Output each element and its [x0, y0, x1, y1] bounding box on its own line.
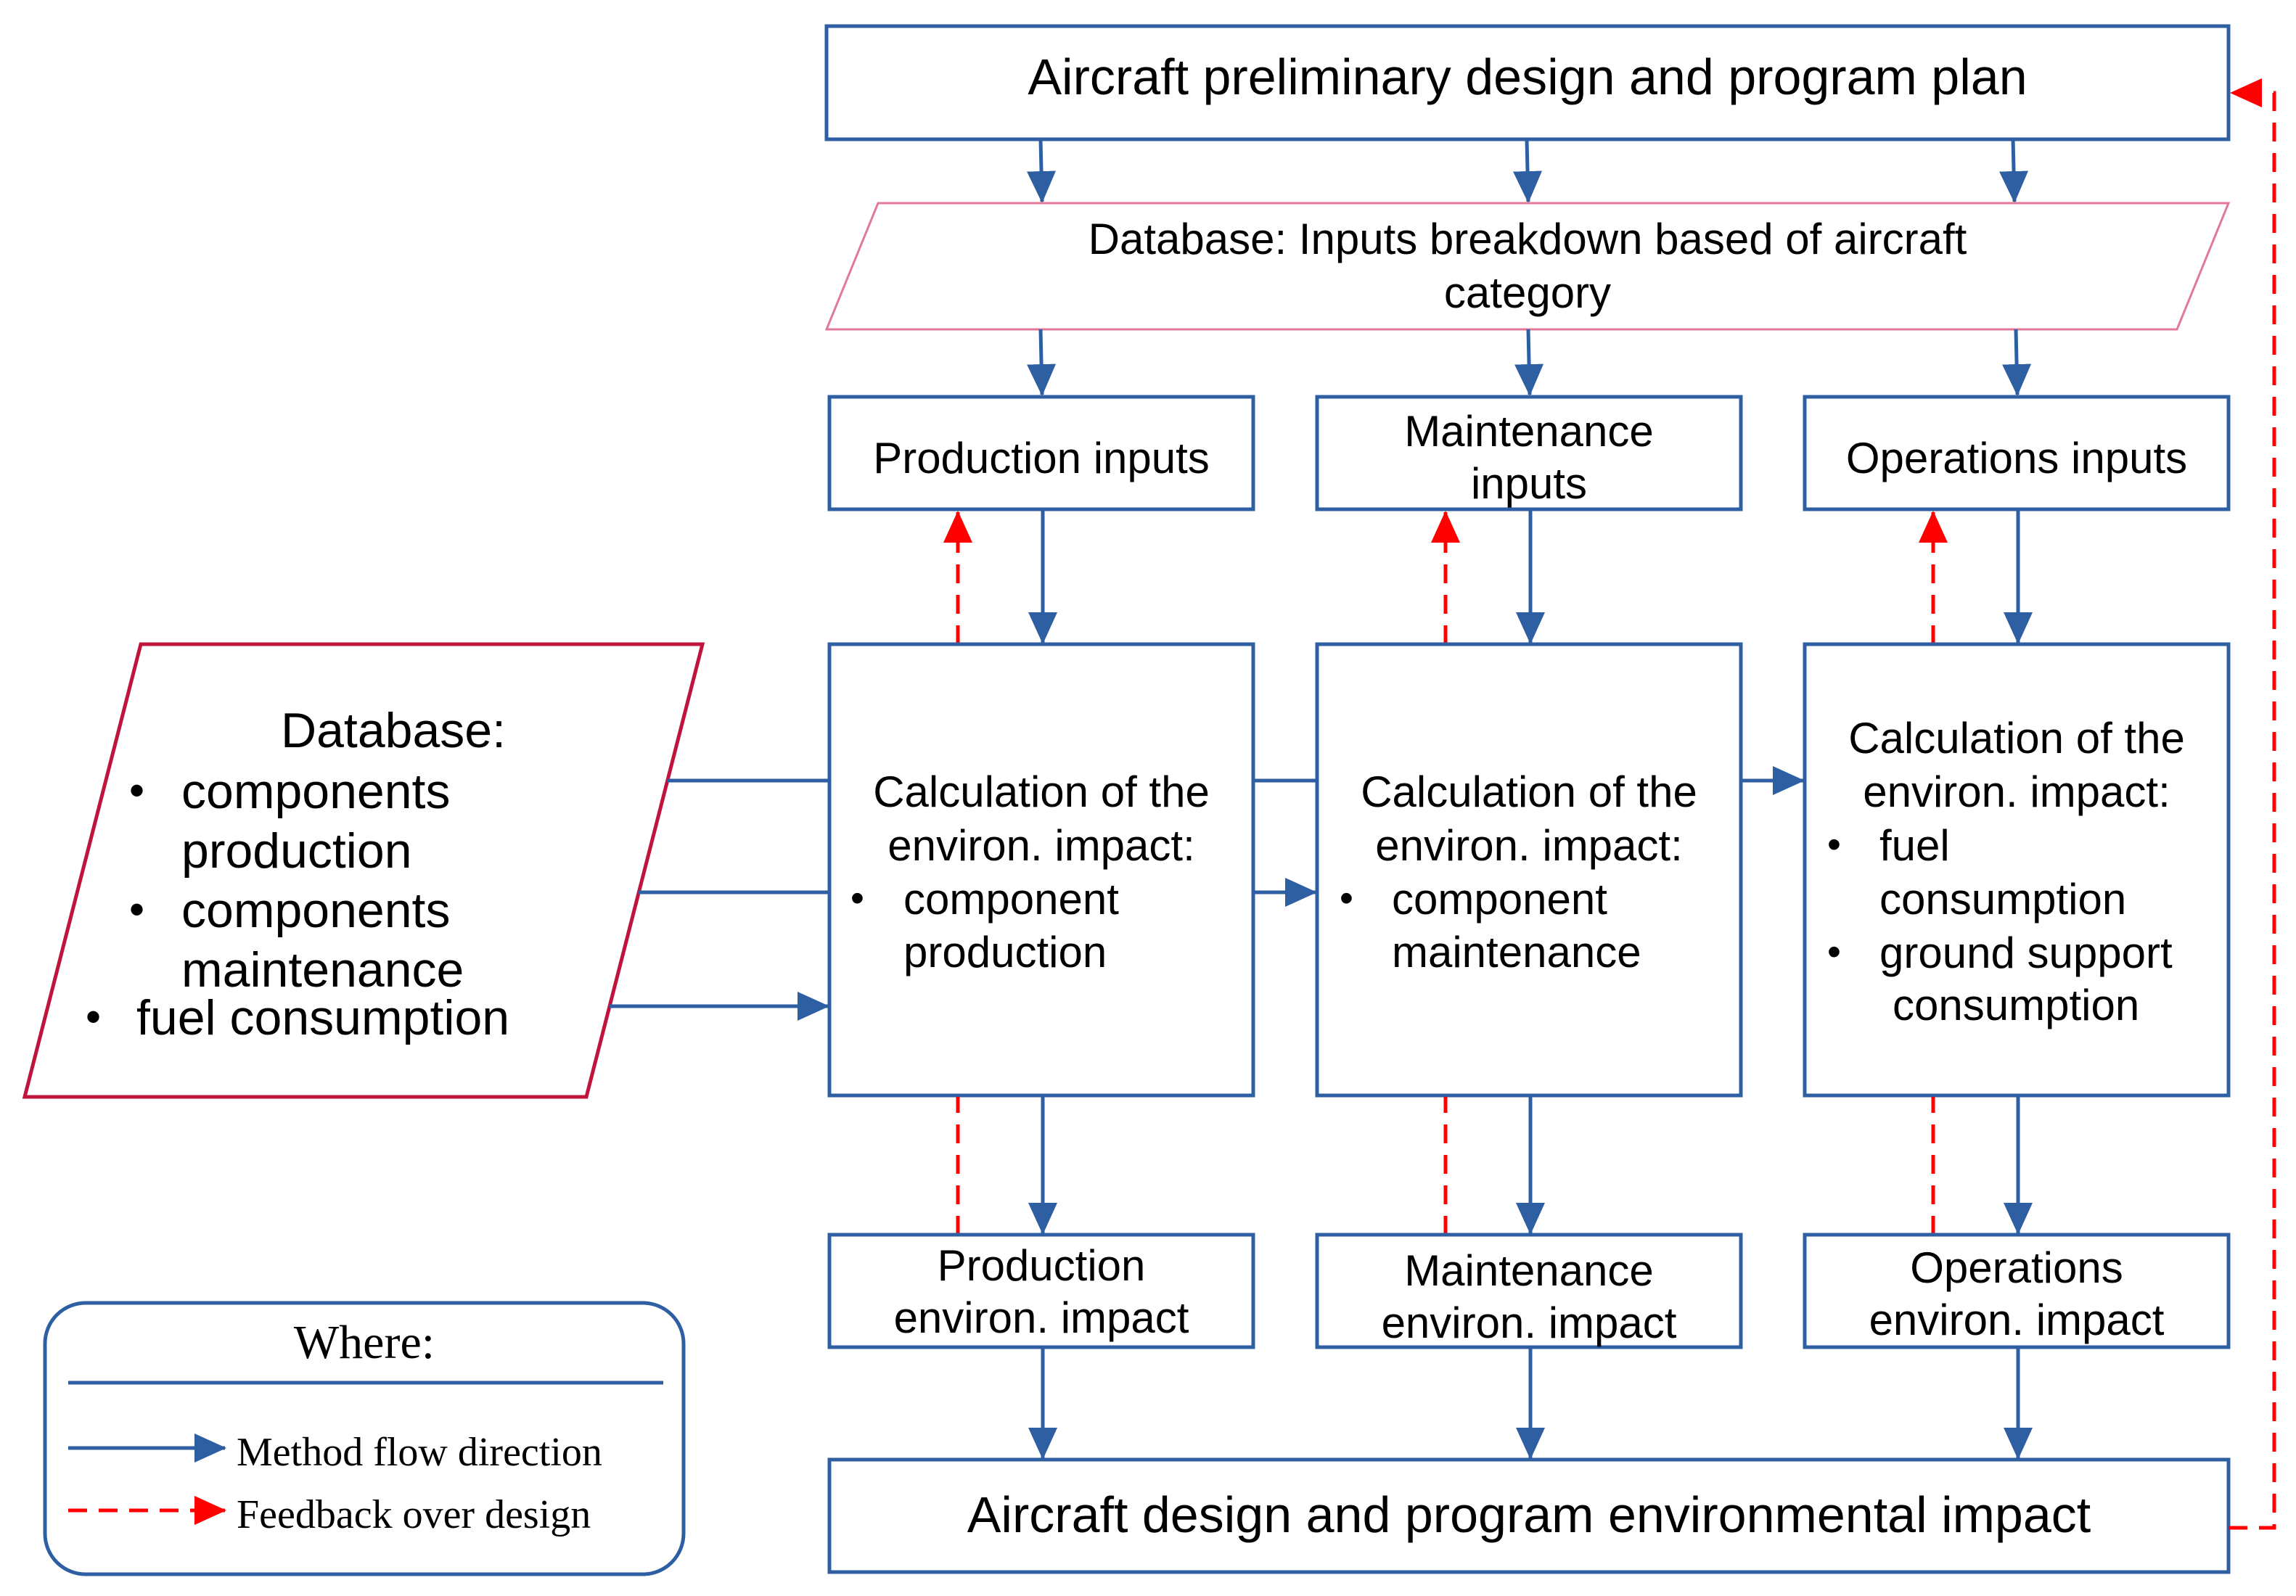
maintenance-output-box: Maintenance environ. impact [1315, 1233, 1743, 1349]
production-calc-bullet-line1: component [903, 875, 1119, 924]
maintenance-calc-box: Calculation of the environ. impact: • co… [1315, 642, 1743, 1098]
database-components-bullet1-line1: components [181, 764, 450, 819]
maintenance-inputs-box: Maintenance inputs [1315, 395, 1743, 511]
production-output-line1: Production [938, 1241, 1146, 1290]
database-components-title: Database: [281, 703, 506, 758]
arrows-database-to-inputs [1027, 329, 2032, 396]
operations-calc-bullet2-line1: ground support [1879, 929, 2173, 977]
legend-title: Where: [294, 1316, 435, 1369]
operations-calc-bullet1-line1: fuel [1879, 821, 1950, 870]
production-inputs-label: Production inputs [873, 434, 1210, 482]
arrows-calculation-to-outputs [1028, 1095, 2033, 1235]
bottom-impact-box: Aircraft design and program environmenta… [827, 1457, 2231, 1574]
operations-calc-line2: environ. impact: [1863, 768, 2170, 816]
legend-feedback-label: Feedback over design [237, 1492, 591, 1537]
operations-calc-line1: Calculation of the [1848, 714, 2185, 762]
arrow-db-to-maintenance-inputs [1514, 329, 1544, 396]
legend: Where: Method flow direction Feedback ov… [43, 1301, 686, 1576]
production-calc-line1: Calculation of the [873, 768, 1210, 816]
bullet-dot: • [1827, 930, 1841, 974]
maintenance-calc-line1: Calculation of the [1361, 768, 1697, 816]
maintenance-output-line2: environ. impact [1382, 1299, 1677, 1347]
feedback-arrows-calc-to-inputs [943, 511, 1948, 644]
production-calc-line2: environ. impact: [887, 821, 1195, 870]
legend-flow-label: Method flow direction [237, 1430, 602, 1475]
bottom-impact-label: Aircraft design and program environmenta… [967, 1486, 2091, 1543]
production-calc-bullet-line2: production [903, 928, 1107, 976]
operations-output-box: Operations environ. impact [1803, 1233, 2231, 1349]
arrow-db-to-production-inputs [1027, 329, 1057, 396]
database-inputs-line1: Database: Inputs breakdown based of airc… [1088, 215, 1967, 263]
operations-inputs-box: Operations inputs [1803, 395, 2231, 511]
operations-inputs-label: Operations inputs [1846, 434, 2187, 482]
operations-calc-bullet1-line2: consumption [1879, 875, 2126, 924]
production-output-line2: environ. impact [894, 1293, 1189, 1342]
feedback-bottom-to-top [2229, 78, 2276, 1530]
bullet-dot: • [86, 992, 101, 1041]
production-calc-box: Calculation of the environ. impact: • co… [827, 642, 1255, 1098]
arrows-top-to-database [1027, 139, 2029, 203]
maintenance-inputs-line1: Maintenance [1404, 407, 1654, 456]
maintenance-calc-line2: environ. impact: [1375, 821, 1683, 870]
bullet-dot: • [850, 876, 864, 920]
bullet-dot: • [1827, 823, 1841, 866]
arrow-top-to-db-mid [1513, 139, 1543, 203]
operations-output-line1: Operations [1910, 1243, 2123, 1292]
bullet-dot: • [129, 766, 144, 815]
production-output-box: Production environ. impact [827, 1233, 1255, 1349]
bullet-dot: • [129, 885, 144, 934]
database-components-bullet2-line2: maintenance [181, 942, 464, 998]
top-design-box: Aircraft preliminary design and program … [824, 24, 2231, 141]
arrow-top-to-db-right [1999, 139, 2029, 203]
database-inputs-line2: category [1444, 268, 1611, 317]
operations-calc-bullet2-line2: consumption [1893, 981, 2139, 1029]
arrow-top-to-db-left [1027, 139, 1057, 203]
database-components-bullet2-line1: components [181, 883, 450, 938]
arrows-outputs-to-bottom [1028, 1347, 2033, 1460]
feedback-lines-output-to-calc [956, 1097, 1935, 1235]
maintenance-calc-bullet-line2: maintenance [1392, 928, 1641, 976]
operations-calc-box: Calculation of the environ. impact: • fu… [1803, 642, 2231, 1098]
connectors-database-to-calculation [610, 766, 1805, 1021]
production-inputs-box: Production inputs [827, 395, 1255, 511]
database-components-bullet1-line2: production [181, 823, 412, 879]
database-inputs-box: Database: Inputs breakdown based of airc… [824, 202, 2231, 331]
maintenance-calc-bullet-line1: component [1392, 875, 1607, 924]
overall-feedback-loop [2229, 78, 2276, 1530]
top-design-label: Aircraft preliminary design and program … [1028, 49, 2027, 105]
bullet-dot: • [1340, 876, 1353, 920]
maintenance-inputs-line2: inputs [1471, 459, 1587, 508]
maintenance-output-line1: Maintenance [1404, 1246, 1654, 1295]
arrows-inputs-to-calculation [1028, 509, 2033, 644]
arrow-db-to-operations-inputs [2002, 329, 2032, 396]
database-components-bullet3: fuel consumption [136, 990, 509, 1045]
operations-output-line2: environ. impact [1869, 1296, 2165, 1344]
database-components-box: Database: • components production • comp… [22, 642, 705, 1099]
